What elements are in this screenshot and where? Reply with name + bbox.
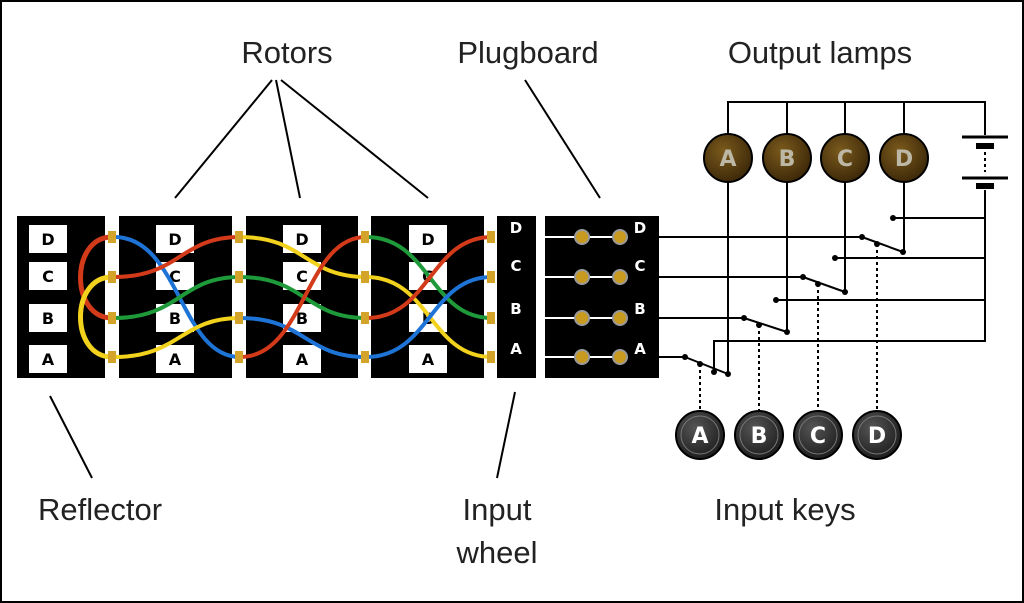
rotor-2-wires bbox=[238, 235, 368, 359]
key-a-label: A bbox=[691, 424, 708, 449]
plugboard-letter-d: D bbox=[634, 219, 646, 237]
reflector-letters: D C B A bbox=[29, 225, 67, 373]
rotor-1-letter-a: A bbox=[169, 350, 182, 369]
key-b[interactable] bbox=[734, 410, 784, 460]
lamp-b-label: B bbox=[779, 147, 796, 172]
label-output-lamps: Output lamps bbox=[728, 35, 912, 70]
input-wheel-letter-c: C bbox=[510, 257, 521, 275]
output-lamps: A B C D bbox=[703, 133, 929, 183]
key-d[interactable] bbox=[852, 410, 902, 460]
label-plugboard: Plugboard bbox=[457, 35, 598, 70]
reflector-letter-c: C bbox=[42, 267, 54, 286]
plugboard-sockets bbox=[574, 229, 628, 365]
lamp-c-label: C bbox=[837, 147, 853, 172]
rotor-2-letter-b: B bbox=[296, 309, 308, 328]
label-rotors: Rotors bbox=[241, 35, 332, 70]
label-input-wheel-line1: Input bbox=[463, 492, 532, 527]
lamp-c bbox=[820, 133, 870, 183]
plugboard-letter-a: A bbox=[634, 340, 646, 358]
key-linkages bbox=[699, 244, 878, 413]
lamp-b bbox=[762, 133, 812, 183]
rotor-1-letter-c: C bbox=[169, 267, 181, 286]
switch-contacts bbox=[682, 215, 906, 377]
rotor-2-letter-c: C bbox=[296, 267, 308, 286]
key-a[interactable] bbox=[675, 410, 725, 460]
key-b-label: B bbox=[751, 424, 768, 449]
label-reflector: Reflector bbox=[38, 492, 162, 527]
label-input-keys: Input keys bbox=[714, 492, 855, 527]
lamp-a-label: A bbox=[719, 147, 736, 172]
key-c-label: C bbox=[810, 424, 826, 449]
rotor-3-wires bbox=[364, 235, 494, 359]
label-input-wheel-line2: wheel bbox=[456, 535, 538, 570]
reflector-wires bbox=[78, 234, 115, 360]
plugboard-letters: D C B A bbox=[634, 219, 646, 358]
rotor-3-letter-a: A bbox=[422, 350, 435, 369]
contact-pins bbox=[108, 231, 495, 363]
callout-lines bbox=[49, 79, 601, 479]
plugboard-letter-b: B bbox=[634, 300, 645, 318]
reflector-letter-d: D bbox=[41, 230, 54, 249]
circuit-wiring bbox=[659, 101, 1008, 375]
rotor-2-letter-a: A bbox=[296, 350, 309, 369]
input-wheel-letters: D C B A bbox=[510, 219, 522, 358]
rotor-2-letter-d: D bbox=[295, 230, 308, 249]
input-wheel-letter-a: A bbox=[510, 340, 522, 358]
rotor-3-letter-d: D bbox=[421, 230, 434, 249]
plugboard-panel bbox=[545, 216, 659, 378]
input-wheel-panel bbox=[497, 216, 536, 378]
rotor-1-wires bbox=[112, 235, 242, 359]
reflector-letter-a: A bbox=[42, 350, 55, 369]
lamp-d bbox=[879, 133, 929, 183]
lamp-a bbox=[703, 133, 753, 183]
key-c[interactable] bbox=[793, 410, 843, 460]
input-wheel-letter-b: B bbox=[510, 300, 521, 318]
key-d-label: D bbox=[868, 424, 886, 449]
rotor-1-letter-b: B bbox=[169, 309, 181, 328]
input-wheel-letter-d: D bbox=[510, 219, 522, 237]
reflector-letter-b: B bbox=[42, 309, 54, 328]
plugboard-letter-c: C bbox=[634, 257, 645, 275]
lamp-d-label: D bbox=[895, 147, 913, 172]
rotor-1-letter-d: D bbox=[168, 230, 181, 249]
rotor-1-letters: D C B A bbox=[156, 225, 194, 373]
input-keys: A B C D bbox=[675, 410, 902, 460]
